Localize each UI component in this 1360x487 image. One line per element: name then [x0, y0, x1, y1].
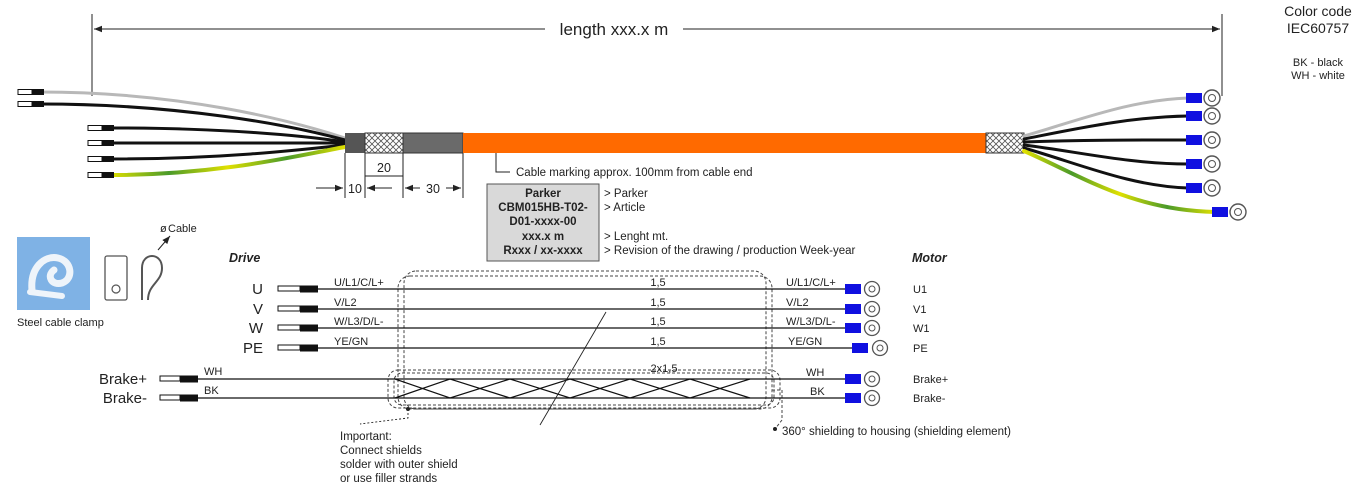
color-code-entry-wh: WH - white — [1291, 70, 1345, 82]
motor-pin-pe: PE — [913, 343, 928, 355]
motor-label: Motor — [912, 251, 948, 265]
drive-code-u: U/L1/C/L+ — [334, 277, 384, 289]
dimension-braid: 20 — [377, 161, 391, 175]
length-label: length xxx.x m — [560, 20, 669, 39]
marking-line-article-1: CBM015HB-T02- — [498, 202, 588, 214]
shield-braid-right — [985, 132, 1025, 154]
cable-marking-box: Parker CBM015HB-T02- D01-xxxx-00 xxx.x m… — [486, 183, 855, 262]
important-note-line-4: or use filler strands — [340, 473, 437, 485]
drive-pin-brake-minus: Brake- — [103, 390, 147, 407]
left-wire-ferrules — [17, 89, 114, 178]
right-ring-terminals — [1186, 89, 1247, 221]
heat-shrink-sleeve-left — [345, 133, 365, 153]
motor-code-u: U/L1/C/L+ — [786, 277, 836, 289]
motor-pin-brake-minus: Brake- — [913, 393, 946, 405]
size-v: 1,5 — [650, 297, 665, 309]
important-note-line-1: Important: — [340, 431, 392, 443]
marking-annotation-parker: > Parker — [604, 188, 648, 200]
clamp-diameter-symbol: ø — [160, 223, 167, 235]
dimension-sleeve: 30 — [426, 182, 440, 196]
clamp-side-view — [104, 255, 128, 301]
steel-cable-clamp: Steel cable clamp ø Cable — [17, 223, 197, 329]
cable-marking-callout: Cable marking approx. 100mm from cable e… — [495, 153, 753, 179]
dimension-annotations — [316, 153, 464, 198]
drive-code-brake-minus: BK — [204, 385, 219, 397]
marking-line-brand: Parker — [525, 188, 561, 200]
heat-shrink-sleeve — [402, 132, 464, 154]
left-fanout-wires — [38, 90, 347, 177]
brake-drive-ferrules — [159, 375, 198, 402]
drive-code-pe: YE/GN — [334, 336, 368, 348]
dimension-sleeve-left: 10 — [348, 182, 362, 196]
clamp-front-view — [141, 255, 164, 301]
color-code-standard: IEC60757 — [1287, 20, 1349, 36]
marking-annotation-revision: > Revision of the drawing / production W… — [604, 245, 855, 257]
size-pe: 1,5 — [650, 336, 665, 348]
marking-line-revision: Rxxx / xx-xxxx — [503, 245, 583, 257]
drive-pin-u: U — [252, 281, 263, 298]
motor-code-pe: YE/GN — [788, 336, 822, 348]
marking-leader-line — [539, 311, 607, 426]
color-code-entry-bk: BK - black — [1293, 57, 1344, 69]
important-note-line-2: Connect shields — [340, 445, 422, 457]
color-code-title: Color code — [1284, 3, 1352, 19]
motor-code-v: V/L2 — [786, 297, 809, 309]
clamp-cable-label: Cable — [168, 223, 197, 235]
length-dimension: length xxx.x m — [91, 14, 1223, 96]
motor-ring-terminals — [845, 280, 889, 407]
marking-line-article-2: D01-xxxx-00 — [509, 216, 576, 228]
shield-outlines — [387, 270, 783, 430]
motor-code-brake-minus: BK — [810, 386, 825, 398]
size-brake: 2x1,5 — [651, 363, 678, 375]
important-note-line-3: solder with outer shield — [340, 459, 458, 471]
cable-body — [345, 132, 1025, 154]
marking-line-length: xxx.x m — [522, 231, 564, 243]
cable-marking-note: Cable marking approx. 100mm from cable e… — [516, 167, 753, 179]
motor-pin-brake-plus: Brake+ — [913, 374, 948, 386]
drive-pin-v: V — [253, 301, 263, 318]
shielding-note: 360° shielding to housing (shielding ele… — [782, 426, 1011, 438]
power-wires — [318, 288, 857, 349]
drive-label: Drive — [229, 251, 260, 265]
size-w: 1,5 — [650, 316, 665, 328]
motor-pin-w1: W1 — [913, 323, 930, 335]
drive-pin-brake-plus: Brake+ — [99, 371, 147, 388]
clamp-label: Steel cable clamp — [17, 317, 104, 329]
drive-code-v: V/L2 — [334, 297, 357, 309]
color-code-legend: Color code IEC60757 BK - black WH - whit… — [1284, 3, 1352, 82]
brake-wires — [198, 378, 850, 399]
cable-jacket — [463, 133, 986, 153]
important-note: Important: Connect shields solder with o… — [340, 407, 458, 485]
shield-braid-left — [364, 132, 404, 154]
drive-code-w: W/L3/D/L- — [334, 316, 384, 328]
size-u: 1,5 — [650, 277, 665, 289]
marking-annotation-article: > Article — [604, 202, 645, 214]
motor-code-brake-plus: WH — [806, 367, 824, 379]
right-fanout-wires — [1022, 96, 1217, 214]
drive-pin-pe: PE — [243, 340, 263, 357]
drive-ferrules — [277, 285, 318, 352]
motor-code-w: W/L3/D/L- — [786, 316, 836, 328]
drive-code-brake-plus: WH — [204, 366, 222, 378]
motor-pin-v1: V1 — [913, 304, 926, 316]
drive-pin-w: W — [249, 320, 264, 337]
motor-pin-u1: U1 — [913, 284, 927, 296]
marking-annotation-length: > Lenght mt. — [604, 231, 668, 243]
